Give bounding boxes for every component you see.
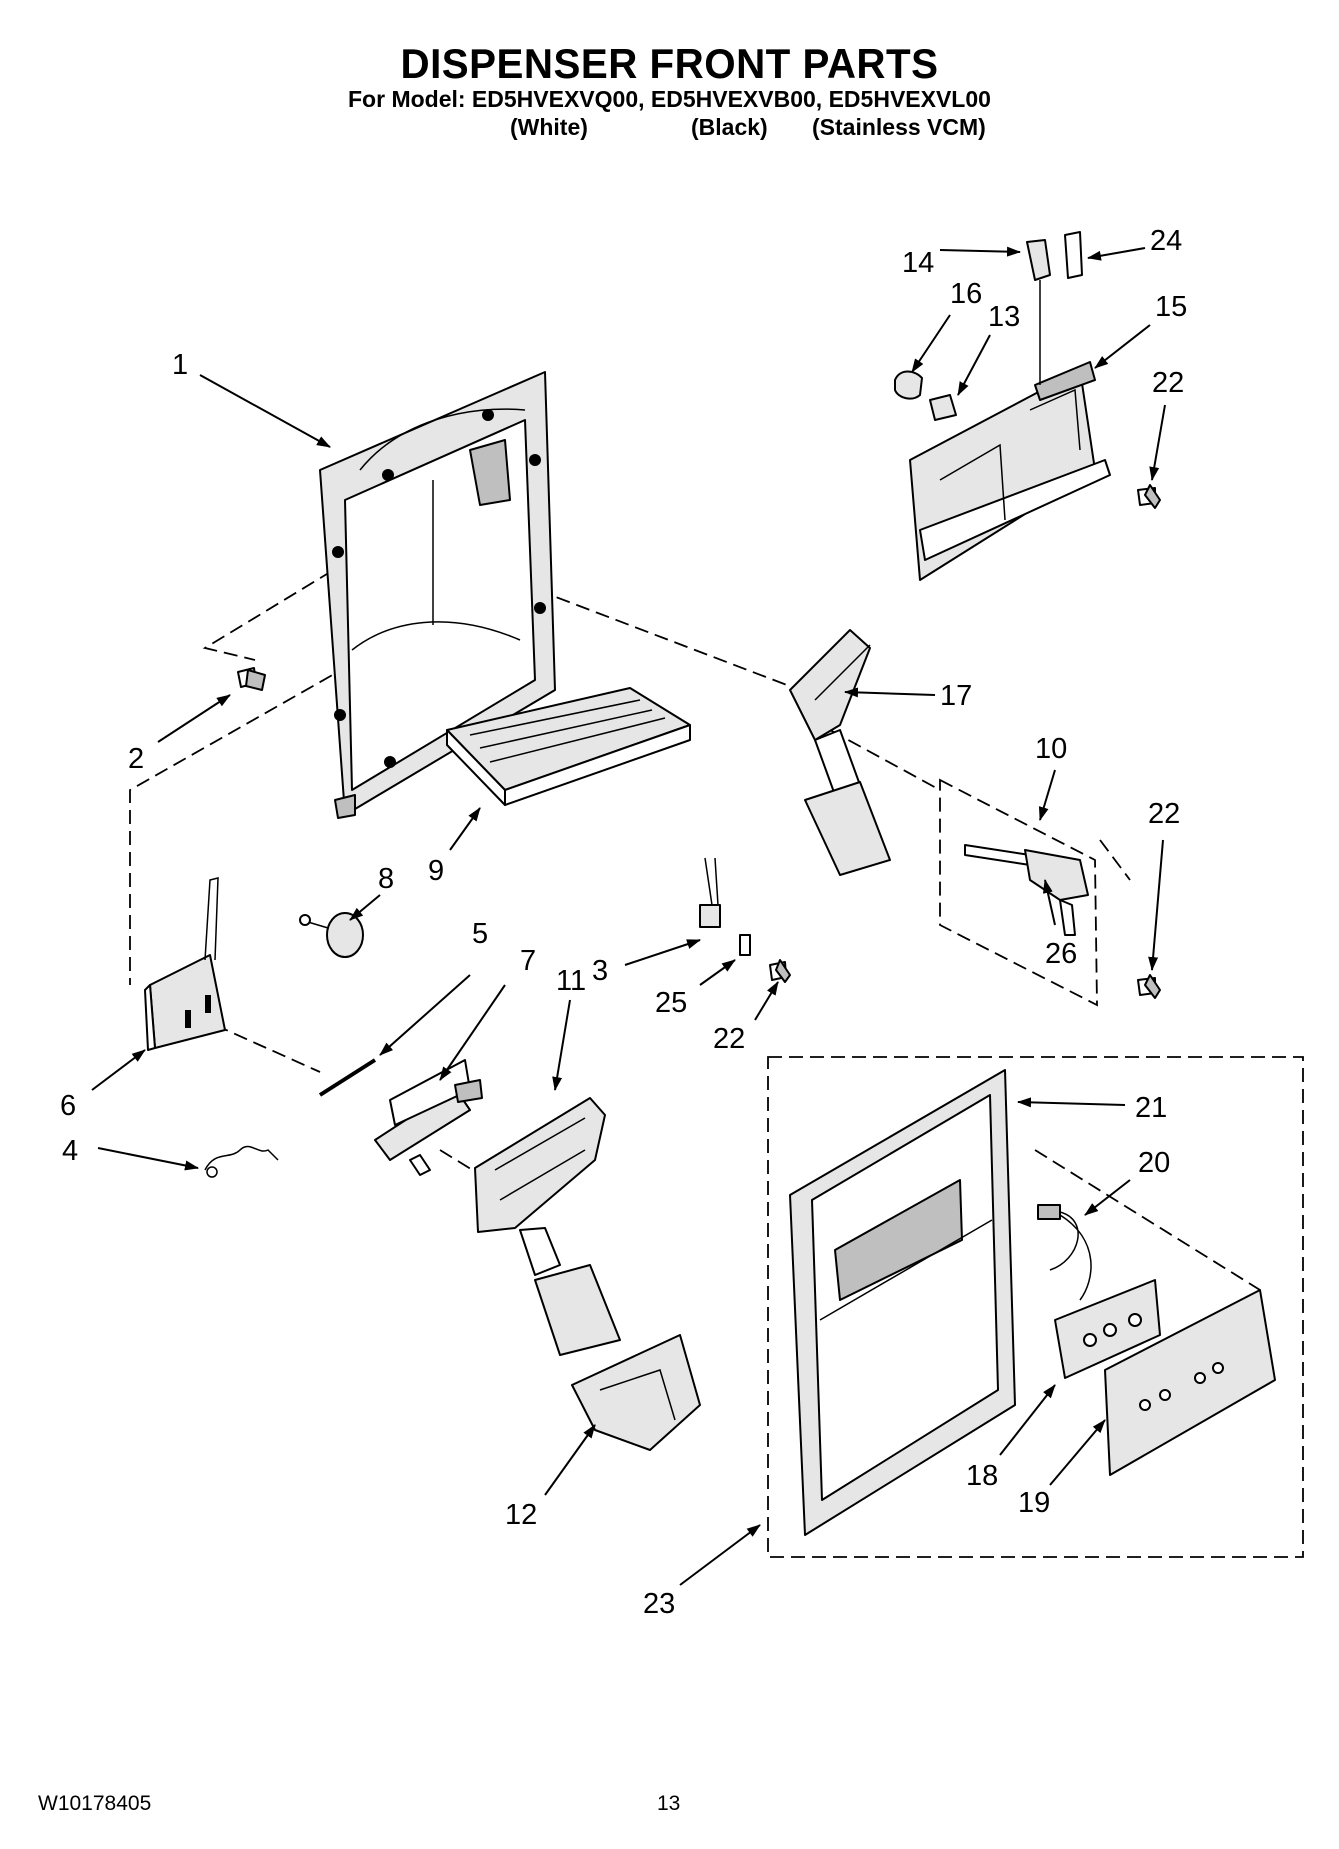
callout-14: 14 [902, 247, 934, 279]
callout-1: 1 [172, 349, 188, 381]
model-line: For Model: ED5HVEXVQ00, ED5HVEXVB00, ED5… [348, 86, 991, 112]
part-22-screw-a [1137, 974, 1161, 999]
part-15-light-housing [909, 361, 1111, 581]
callout-18: 18 [966, 1460, 998, 1492]
part-24-insulator [1064, 231, 1083, 279]
variant-white: (White) [510, 114, 588, 140]
part-22-screw-b [769, 959, 791, 983]
callout-19: 19 [1018, 1487, 1050, 1519]
variant-black: (Black) [691, 114, 768, 140]
part-19-control-panel [1104, 1289, 1276, 1476]
part-10-lever-arm [964, 844, 1089, 936]
callout-23: 23 [643, 1588, 675, 1620]
callout-22c: 22 [1152, 367, 1184, 399]
callout-25: 25 [655, 987, 687, 1019]
part-2-screw [237, 667, 266, 691]
part-11-ice-paddle [474, 1097, 621, 1356]
callout-6: 6 [60, 1090, 76, 1122]
part-25-clip [739, 934, 751, 956]
callout-22a: 22 [1148, 798, 1180, 830]
part-4-spring [204, 1145, 279, 1178]
callout-12: 12 [505, 1499, 537, 1531]
part-12-ice-chute [571, 1334, 701, 1451]
callout-9: 9 [428, 855, 444, 887]
callout-5: 5 [472, 918, 488, 950]
part-20-wire-harness [1037, 1204, 1092, 1301]
callout-15: 15 [1155, 291, 1187, 323]
callout-13: 13 [988, 301, 1020, 333]
callout-22b: 22 [713, 1023, 745, 1055]
part-9-drip-tray [446, 687, 691, 806]
variant-stainless: (Stainless VCM) [812, 114, 986, 140]
part-17-water-paddle [789, 629, 891, 876]
callout-26: 26 [1045, 938, 1077, 970]
callout-4: 4 [62, 1135, 78, 1167]
part-16-bulb [894, 370, 923, 400]
callout-24: 24 [1150, 225, 1182, 257]
callout-leaders [91, 246, 1166, 1586]
part-5-pin [318, 1058, 377, 1097]
part-6-receiver-module [144, 877, 226, 1051]
callout-20: 20 [1138, 1147, 1170, 1179]
callout-21: 21 [1135, 1092, 1167, 1124]
document-number: W10178405 [38, 1792, 152, 1815]
part-3-switch [699, 857, 721, 928]
page-title: DISPENSER FRONT PARTS [400, 40, 939, 87]
callout-11: 11 [556, 965, 586, 997]
part-13-socket [929, 394, 957, 421]
part-14-light-switch [1026, 239, 1051, 385]
part-7-lever-bracket [374, 1059, 483, 1176]
callout-10: 10 [1035, 733, 1067, 765]
part-22-screw-c [1137, 484, 1161, 509]
callout-16: 16 [950, 278, 982, 310]
callout-2: 2 [128, 743, 144, 775]
part-21-front-bezel [789, 1069, 1016, 1536]
callout-3: 3 [592, 955, 608, 987]
part-18-control-board [1054, 1279, 1161, 1379]
part-1-housing-frame [319, 371, 556, 819]
callout-8: 8 [378, 863, 394, 895]
callout-17: 17 [940, 680, 972, 712]
callout-labels: 1 2 3 4 5 6 7 8 9 10 11 12 13 14 15 16 1… [60, 225, 1187, 1620]
part-8-actuator [299, 912, 364, 958]
callout-7: 7 [520, 945, 536, 977]
page-number: 13 [657, 1792, 681, 1815]
